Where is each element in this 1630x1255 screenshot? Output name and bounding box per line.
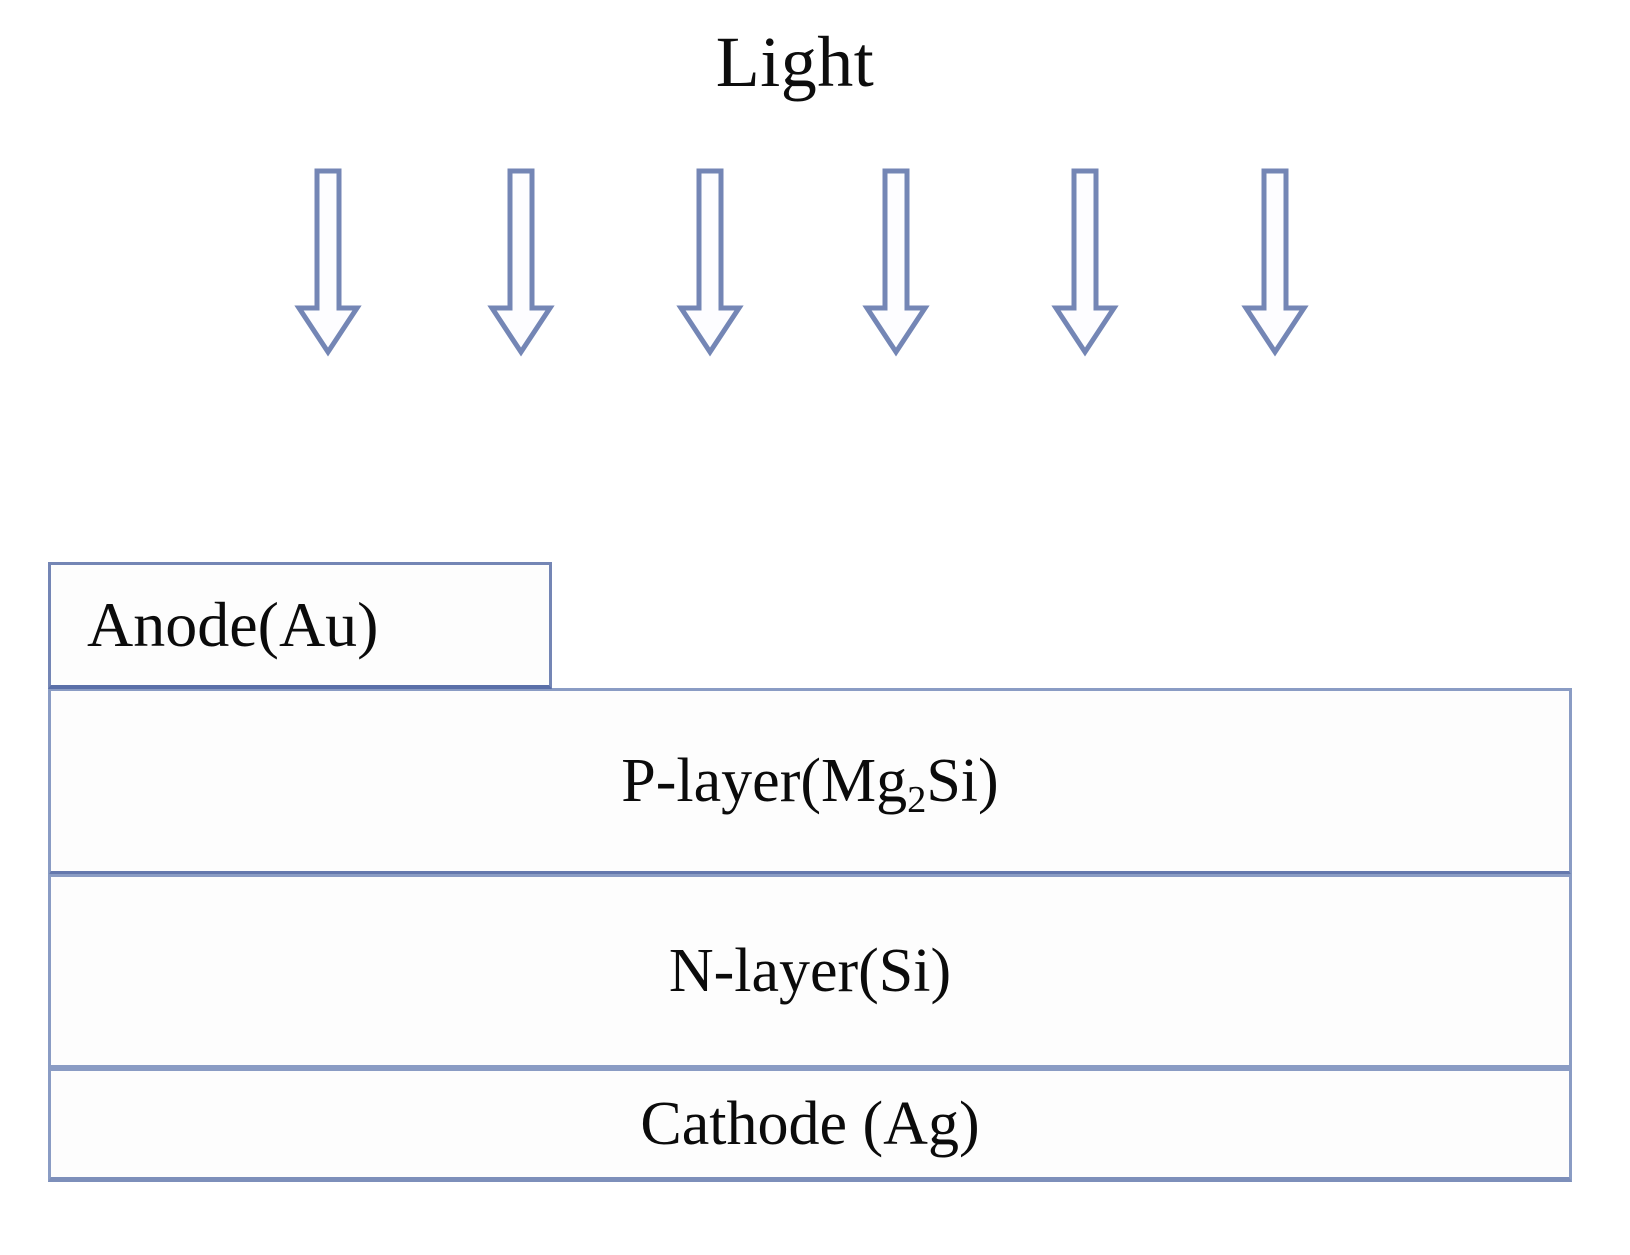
down-arrow-icon [862,168,930,357]
layer-anode: Anode(Au) [48,562,552,689]
down-arrow-icon [1051,168,1119,357]
layer-cathode: Cathode (Ag) [48,1068,1572,1182]
layer-p-label-subscript: 2 [907,778,927,821]
light-arrow-group [0,0,1630,400]
down-arrow-icon [1241,168,1309,357]
down-arrow-icon [676,168,744,357]
layer-p-label-main: P-layer(Mg [621,746,908,815]
layer-p-label: P-layer(Mg2Si) [621,746,999,821]
layer-n-label: N-layer(Si) [668,936,952,1005]
light-label: Light [715,22,875,102]
layer-cathode-label: Cathode (Ag) [640,1089,980,1158]
down-arrow-icon [487,168,555,357]
down-arrow-icon [294,168,362,357]
layer-p-label-tail: Si) [926,746,999,815]
layer-p: P-layer(Mg2Si) [48,688,1572,876]
device-layer-stack: Anode(Au) P-layer(Mg2Si) N-layer(Si) Cat… [48,562,1572,1182]
layer-n: N-layer(Si) [48,874,1572,1068]
layer-anode-label: Anode(Au) [87,589,379,660]
